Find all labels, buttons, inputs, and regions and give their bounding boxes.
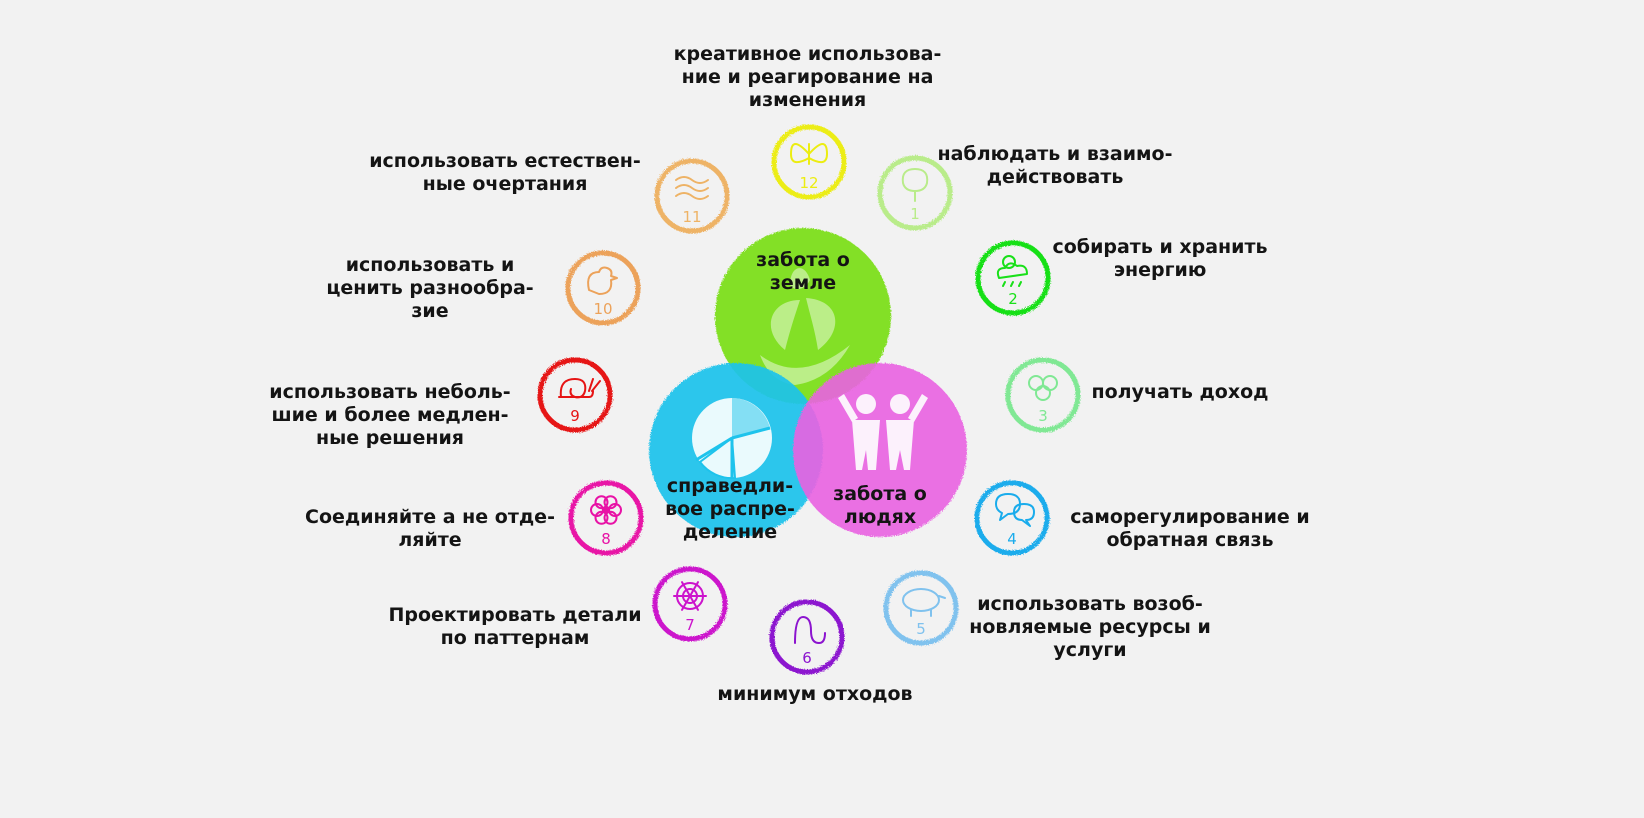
principle-circle — [654, 158, 730, 234]
principle-9: 9 — [537, 357, 613, 433]
worm-icon — [794, 616, 826, 644]
principle-11: 11 — [654, 158, 730, 234]
principle-6: 6 — [769, 599, 845, 675]
ethic-fair-circle — [649, 363, 823, 537]
principle-10: 10 — [565, 250, 641, 326]
pie-chart-icon — [692, 398, 772, 480]
principle-number: 4 — [1007, 530, 1017, 548]
clover-icon — [1028, 375, 1058, 401]
principle-5: 5 — [883, 570, 959, 646]
principle-circle — [974, 480, 1050, 556]
principle-circle — [975, 240, 1051, 316]
principle-label-8: Соединяйте а не отде- ляйте — [305, 506, 555, 551]
people-icon — [838, 394, 928, 470]
principle-circle — [568, 480, 644, 556]
principle-number: 1 — [910, 205, 920, 223]
spider-web-icon — [673, 581, 707, 611]
principle-number: 6 — [802, 649, 812, 667]
principle-3: 3 — [1005, 357, 1081, 433]
principle-circle — [1005, 357, 1081, 433]
principle-label-7: Проектировать детали по паттернам — [388, 604, 642, 649]
principle-circle — [771, 124, 847, 200]
sun-cloud-icon — [996, 255, 1028, 287]
principle-number: 8 — [601, 530, 611, 548]
principle-circle — [652, 566, 728, 642]
principle-label-12: креативное использова- ние и реагировани… — [673, 43, 942, 111]
principle-4: 4 — [974, 480, 1050, 556]
principle-2: 2 — [975, 240, 1051, 316]
principle-circle — [769, 599, 845, 675]
principle-label-5: использовать возоб- новляемые ресурсы и … — [969, 593, 1211, 661]
butterfly-icon — [790, 143, 828, 165]
principle-label-4: саморегулирование и обратная связь — [1070, 506, 1310, 551]
principle-circle — [565, 250, 641, 326]
principle-label-1: наблюдать и взаимо- действовать — [937, 143, 1173, 188]
principle-label-3: получать доход — [1091, 381, 1269, 403]
principle-1: 1 — [877, 155, 953, 231]
principle-number: 9 — [570, 407, 580, 425]
flower-icon — [590, 495, 622, 525]
principle-number: 7 — [685, 616, 695, 634]
principle-label-2: собирать и хранить энергию — [1052, 236, 1268, 281]
ethic-people-label: забота о людях — [833, 483, 927, 528]
principle-number: 12 — [799, 174, 818, 192]
principle-12: 12 — [771, 124, 847, 200]
principle-8: 8 — [568, 480, 644, 556]
principle-number: 5 — [916, 620, 926, 638]
principle-label-10: использовать и ценить разнообра- зие — [326, 254, 534, 322]
snail-icon — [558, 378, 601, 399]
principle-circle — [537, 357, 613, 433]
principle-label-9: использовать неболь- шие и более медлен-… — [269, 381, 511, 449]
principle-circle — [877, 155, 953, 231]
tree-icon — [901, 168, 929, 202]
principle-7: 7 — [652, 566, 728, 642]
principle-label-6: минимум отходов — [717, 683, 913, 705]
ethic-earth-circle — [715, 228, 891, 404]
ethic-fair-label: справедли- вое распре- деление — [665, 475, 795, 543]
waves-icon — [675, 176, 709, 200]
principle-number: 2 — [1008, 290, 1018, 308]
principle-label-11: использовать естествен- ные очертания — [369, 150, 641, 195]
ethic-people-circle — [793, 363, 967, 537]
principle-circle — [883, 570, 959, 646]
ethic-earth-label: забота о земле — [756, 249, 850, 294]
bird-icon — [587, 266, 618, 295]
principle-number: 10 — [593, 300, 612, 318]
principle-number: 3 — [1038, 407, 1048, 425]
speech-bubbles-icon — [995, 493, 1035, 527]
leaves-hand-icon — [760, 268, 850, 385]
principle-number: 11 — [682, 208, 701, 226]
pig-icon — [902, 588, 946, 617]
